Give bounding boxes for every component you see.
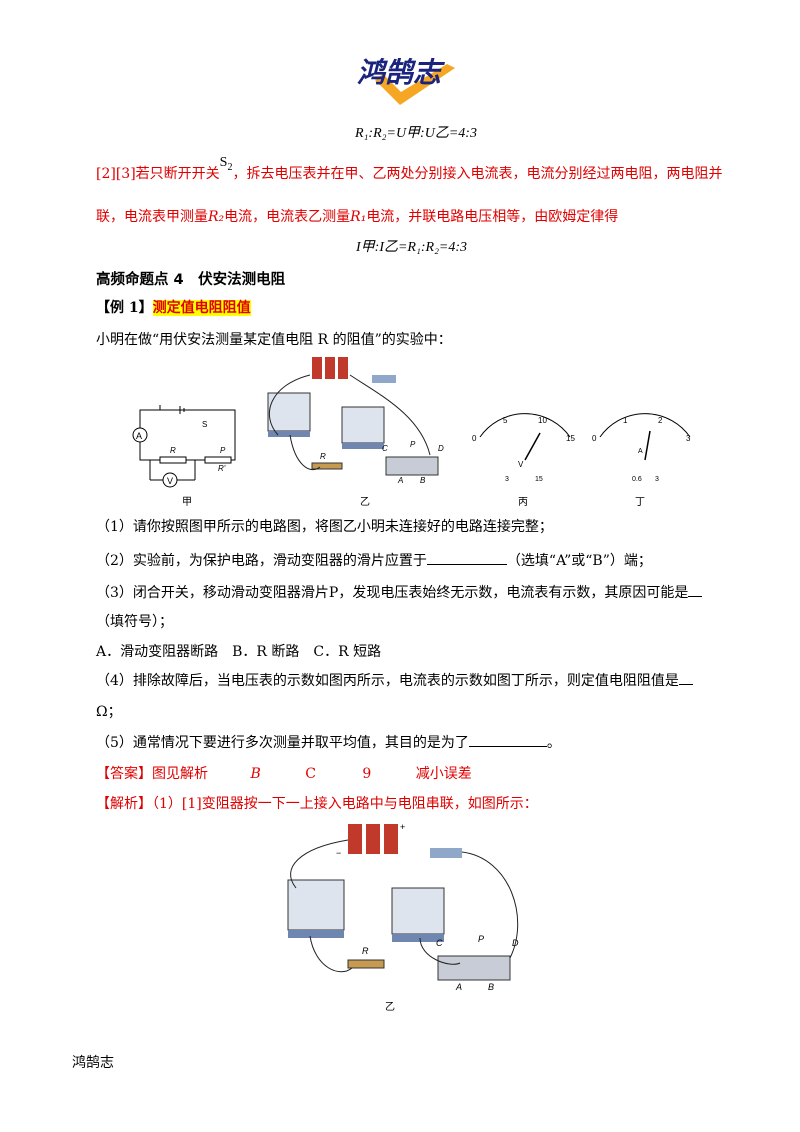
answer-line: 【答案】图见解析 B C 9 减小误差 xyxy=(96,766,472,782)
figure-label-ding: 丁 xyxy=(635,497,645,508)
figure-answer-apparatus: −+ R C P D A B 乙 xyxy=(287,822,519,1013)
svg-text:15: 15 xyxy=(535,476,543,483)
svg-text:3: 3 xyxy=(655,476,659,483)
figure-answer-label-yi: 乙 xyxy=(385,1001,395,1013)
svg-text:R: R xyxy=(170,446,176,455)
answer-blank-3[interactable] xyxy=(688,582,703,597)
answer-blank-4[interactable] xyxy=(678,670,693,685)
figure-label-bing: 丙 xyxy=(518,497,528,508)
example-title: 【例 1】测定值电阻阻值 xyxy=(96,300,251,316)
svg-text:A: A xyxy=(455,982,462,992)
question-2: （2）实验前，为保护电路，滑动变阻器的滑片应置于（选填“A”或“B”）端； xyxy=(96,550,652,571)
svg-text:P: P xyxy=(410,440,416,449)
svg-text:A: A xyxy=(136,431,142,441)
svg-text:B: B xyxy=(488,982,494,992)
svg-text:10: 10 xyxy=(538,416,547,425)
svg-text:2: 2 xyxy=(658,416,663,425)
analysis-paragraph-2-3: [2][3]若只断开开关S2，拆去电压表并在甲、乙两处分别接入电流表，电流分别经… xyxy=(96,155,723,182)
svg-text:D: D xyxy=(438,444,444,453)
svg-text:C: C xyxy=(382,444,388,453)
question-intro: 小明在做“用伏安法测量某定值电阻 R 的阻值”的实验中： xyxy=(96,332,452,348)
figure-label-jia: 甲 xyxy=(182,497,192,508)
equation-ratio-voltage: R₁:R₂=U甲:U乙=4:3 xyxy=(355,126,477,141)
svg-text:3: 3 xyxy=(505,476,509,483)
svg-text:5: 5 xyxy=(503,416,508,425)
svg-text:V: V xyxy=(167,476,173,486)
question-3-options: A．滑动变阻器断路 B．R 断路 C．R 短路 xyxy=(96,644,382,660)
svg-text:0.6: 0.6 xyxy=(632,476,642,483)
question-4: （4）排除故障后，当电压表的示数如图丙所示，电流表的示数如图丁所示，则定值电阻阻… xyxy=(96,670,693,691)
svg-text:15: 15 xyxy=(566,434,575,443)
logo: 鸿鹄志 xyxy=(357,56,455,105)
figure-bing-voltmeter-dial: 0 5 10 15 V 3 15 丙 xyxy=(472,413,575,508)
svg-text:+: + xyxy=(400,822,405,832)
equation-ratio-current: I甲:I乙=R₁:R₂=4:3 xyxy=(356,240,468,255)
svg-text:R: R xyxy=(320,452,326,461)
svg-text:P: P xyxy=(220,446,226,455)
question-3-line2: （填符号）； xyxy=(96,614,173,630)
svg-text:0: 0 xyxy=(592,434,597,443)
svg-text:A: A xyxy=(397,476,403,485)
svg-text:A: A xyxy=(638,448,643,455)
answer-blank-2[interactable] xyxy=(426,550,507,565)
question-1: （1）请你按照图甲所示的电路图，将图乙小明未连接好的电路连接完整； xyxy=(96,519,553,535)
figure-jia-circuit-diagram: A R P R' V S 甲 xyxy=(132,405,236,508)
svg-text:C: C xyxy=(436,938,443,948)
svg-text:−: − xyxy=(336,848,341,858)
svg-text:V: V xyxy=(518,460,524,469)
answer-blank-5[interactable] xyxy=(468,732,547,747)
analysis-paragraph-line2: 联，电流表甲测量R₂电流，电流表乙测量R₁电流，并联电路电压相等，由欧姆定律得 xyxy=(96,209,619,225)
logo-check-icon xyxy=(375,64,455,105)
question-3: （3）闭合开关，移动滑动变阻器滑片P，发现电压表始终无示数，电流表有示数，其原因… xyxy=(96,582,703,603)
figure-label-yi: 乙 xyxy=(360,496,370,508)
logo-text: 鸿鹄志 xyxy=(357,56,446,89)
figure-yi-apparatus: R C P D A B 乙 xyxy=(267,357,444,508)
svg-text:S: S xyxy=(202,420,207,429)
svg-text:R: R xyxy=(362,946,369,956)
svg-text:1: 1 xyxy=(623,416,628,425)
question-5: （5）通常情况下要进行多次测量并取平均值，其目的是为了。 xyxy=(96,732,561,753)
question-4-unit: Ω； xyxy=(96,704,122,720)
figure-ding-ammeter-dial: 0 1 2 3 A 0.6 3 丁 xyxy=(592,413,691,508)
svg-text:0: 0 xyxy=(472,434,477,443)
section-heading: 高频命题点 4 伏安法测电阻 xyxy=(96,272,286,288)
svg-text:R': R' xyxy=(218,464,226,473)
svg-text:P: P xyxy=(478,934,484,944)
analysis-line: 【解析】（1）[1]变阻器按一下一上接入电路中与电阻串联，如图所示： xyxy=(96,796,538,812)
svg-text:3: 3 xyxy=(686,434,691,443)
svg-text:B: B xyxy=(420,476,426,485)
footer-brand: 鸿鹄志 xyxy=(72,1055,114,1071)
